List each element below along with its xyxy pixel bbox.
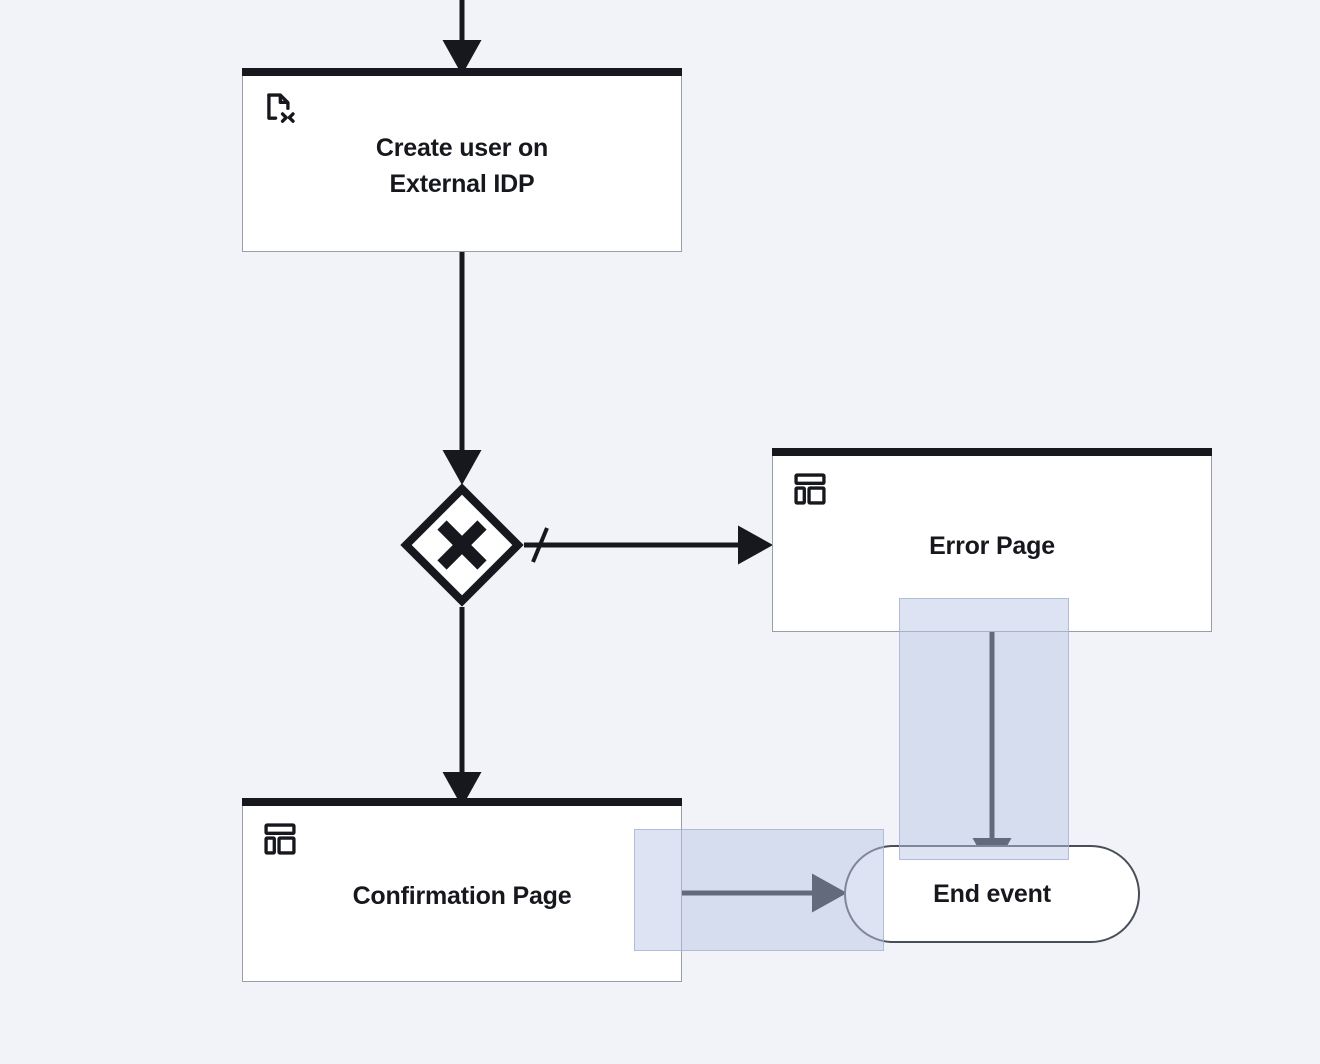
default-flow-slash-marker (531, 527, 549, 563)
script-document-code-icon (261, 90, 299, 128)
task-top-bar (242, 68, 682, 76)
end-event-label: End event (933, 879, 1051, 908)
gateway-exclusive-x-icon (400, 483, 524, 607)
page-top-bar (772, 448, 1212, 456)
highlight-connector-error-page-to-end-event (899, 598, 1069, 860)
task-label-line2: External IDP (389, 170, 535, 199)
page-layout-icon (791, 470, 829, 508)
page-top-bar (242, 798, 682, 806)
page-confirmation-page[interactable]: Confirmation Page (242, 798, 682, 982)
task-create-user-on-external-idp[interactable]: Create user on External IDP (242, 68, 682, 252)
page-label: Confirmation Page (352, 882, 572, 910)
exclusive-gateway[interactable] (400, 483, 524, 607)
end-event[interactable]: End event (844, 845, 1140, 943)
page-error-page[interactable]: Error Page (772, 448, 1212, 632)
connector-gateway-to-error-page[interactable] (524, 525, 774, 565)
page-layout-icon (261, 820, 299, 858)
task-label-line1: Create user on (375, 134, 549, 162)
page-label: Error Page (929, 532, 1055, 560)
